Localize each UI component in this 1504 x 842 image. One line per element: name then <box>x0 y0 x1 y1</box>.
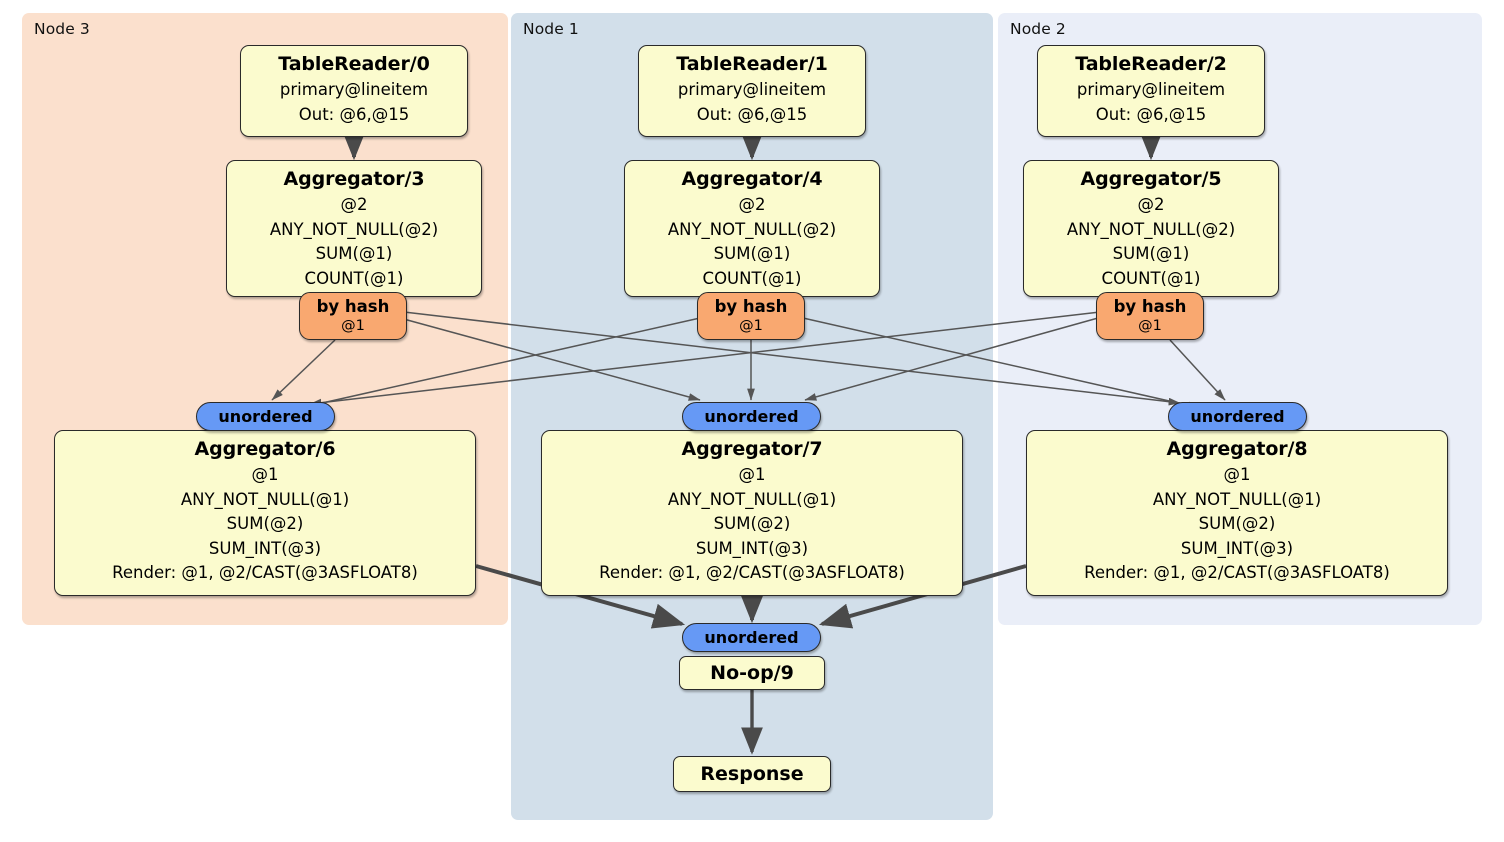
processor-detail-line: COUNT(@1) <box>1101 268 1201 288</box>
processor-detail-line: @1 <box>1223 465 1251 484</box>
processor-title: Aggregator/6 <box>194 438 336 460</box>
processor-detail-line: COUNT(@1) <box>702 268 802 288</box>
processor-title: Aggregator/7 <box>681 438 823 460</box>
processor-detail-line: Out: @6,@15 <box>1095 104 1207 124</box>
stream-label: unordered <box>704 407 799 426</box>
stream-unordered9[interactable]: unordered <box>682 623 821 652</box>
hash-router-column: @1 <box>1138 318 1162 334</box>
processor-detail-line: Render: @1, @2/CAST(@3ASFLOAT8) <box>1084 563 1390 582</box>
processor-detail-line: @2 <box>738 195 766 214</box>
processor-detail-line: SUM(@2) <box>1198 514 1276 533</box>
node-region-label-node2: Node 2 <box>1010 20 1066 38</box>
processor-title: TableReader/0 <box>278 53 430 75</box>
processor-detail-line: ANY_NOT_NULL(@2) <box>269 219 439 239</box>
processor-detail-line: @1 <box>251 465 279 484</box>
stream-label: unordered <box>1190 407 1285 426</box>
processor-detail-line: Render: @1, @2/CAST(@3ASFLOAT8) <box>599 563 905 582</box>
processor-detail-line: SUM(@1) <box>713 244 791 263</box>
hash-router-label: by hash <box>714 297 788 316</box>
processor-detail-line: SUM(@2) <box>713 514 791 533</box>
hash-router-label: by hash <box>1113 297 1187 316</box>
processor-detail-line: @1 <box>738 465 766 484</box>
processor-title: Aggregator/3 <box>283 168 425 190</box>
processor-detail-line: SUM(@1) <box>1112 244 1190 263</box>
hash-router-hash3[interactable]: by hash @1 <box>299 292 407 340</box>
processor-detail-line: primary@lineitem <box>279 80 429 99</box>
processor-title: Aggregator/5 <box>1080 168 1222 190</box>
processor-title: Aggregator/8 <box>1166 438 1308 460</box>
processor-detail-line: ANY_NOT_NULL(@1) <box>180 489 350 509</box>
processor-detail-line: Render: @1, @2/CAST(@3ASFLOAT8) <box>112 563 418 582</box>
processor-detail-line: ANY_NOT_NULL(@1) <box>1152 489 1322 509</box>
processor-title: Aggregator/4 <box>681 168 823 190</box>
processor-detail-line: SUM(@1) <box>315 244 393 263</box>
node-region-label-node3: Node 3 <box>34 20 90 38</box>
hash-router-hash5[interactable]: by hash @1 <box>1096 292 1204 340</box>
terminal-label: Response <box>700 763 804 785</box>
processor-title: TableReader/1 <box>676 53 828 75</box>
processor-detail-line: ANY_NOT_NULL(@2) <box>667 219 837 239</box>
hash-router-hash4[interactable]: by hash @1 <box>697 292 805 340</box>
processor-detail-line: @2 <box>1137 195 1165 214</box>
stream-label: unordered <box>218 407 313 426</box>
processor-detail-line: Out: @6,@15 <box>696 104 808 124</box>
processor-detail-line: ANY_NOT_NULL(@1) <box>667 489 837 509</box>
processor-detail-line: SUM_INT(@3) <box>695 538 809 558</box>
terminal-label: No-op/9 <box>710 662 794 684</box>
stream-unordered8[interactable]: unordered <box>1168 402 1307 431</box>
stream-unordered7[interactable]: unordered <box>682 402 821 431</box>
stream-label: unordered <box>704 628 799 647</box>
processor-detail-line: SUM_INT(@3) <box>208 538 322 558</box>
hash-router-label: by hash <box>316 297 390 316</box>
processor-detail-line: @2 <box>340 195 368 214</box>
processor-title: TableReader/2 <box>1075 53 1227 75</box>
processor-detail-line: primary@lineitem <box>677 80 827 99</box>
hash-router-column: @1 <box>739 318 763 334</box>
processor-detail-line: SUM(@2) <box>226 514 304 533</box>
terminal-response[interactable]: Response <box>673 756 831 792</box>
terminal-noop9[interactable]: No-op/9 <box>679 656 825 690</box>
hash-router-column: @1 <box>341 318 365 334</box>
processor-detail-line: primary@lineitem <box>1076 80 1226 99</box>
processor-detail-line: COUNT(@1) <box>304 268 404 288</box>
processor-detail-line: SUM_INT(@3) <box>1180 538 1294 558</box>
node-region-label-node1: Node 1 <box>523 20 579 38</box>
stream-unordered6[interactable]: unordered <box>196 402 335 431</box>
processor-detail-line: ANY_NOT_NULL(@2) <box>1066 219 1236 239</box>
processor-detail-line: Out: @6,@15 <box>298 104 410 124</box>
